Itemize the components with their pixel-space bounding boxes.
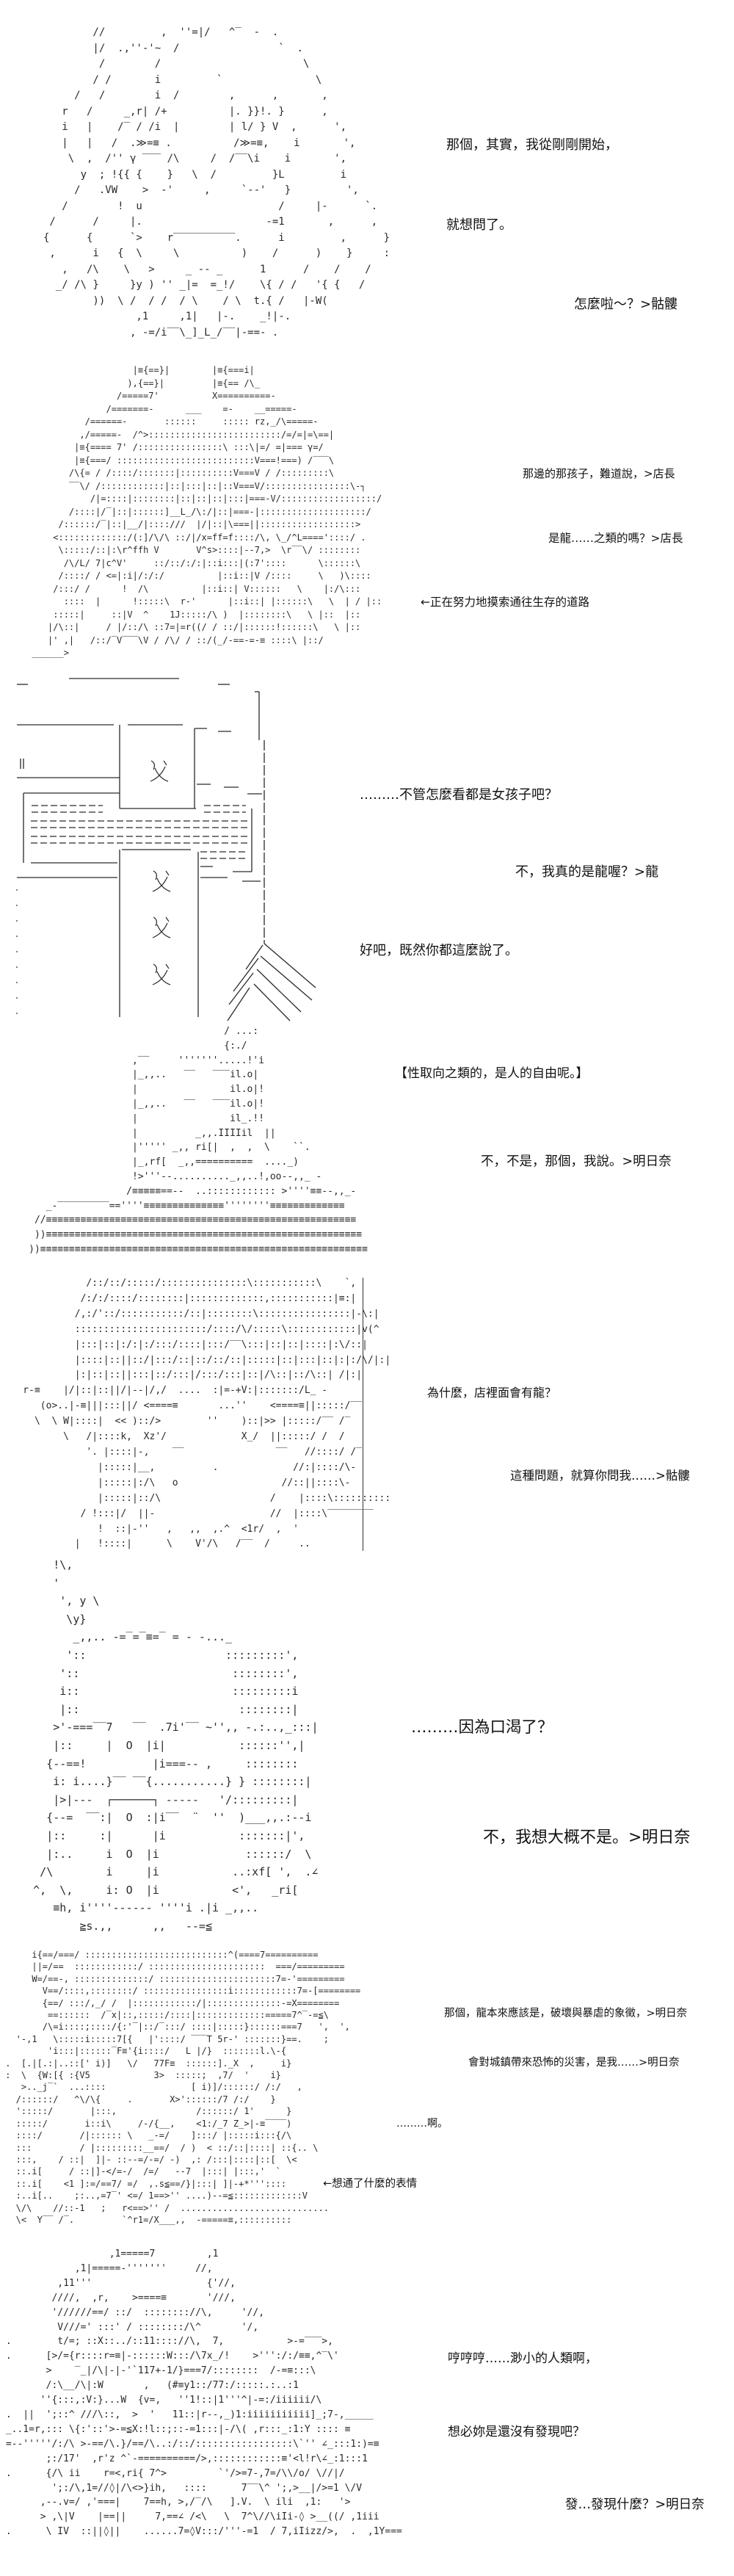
ribbon-knot-motif-icon: [152, 916, 171, 938]
ribbon-tail-stroke: [253, 983, 291, 1021]
ribbon-tail-stroke: [227, 987, 250, 1021]
dialogue-line: 不，不是，那個，我說。>明日奈: [481, 1154, 672, 1169]
ascii-art-skull-object: !\, ' ', y \ \y} _,,.. -=‾=‾≡=‾ = - -...…: [33, 1558, 319, 1933]
ascii-art-girl-realization: i{==/===/ :::::::::::::::::::::::::::^(=…: [5, 1950, 361, 2225]
dialogue-line: 這種問題，就算你問我……>骷髏: [510, 1469, 690, 1483]
narration-line: 【性取向之類的，是人的自由呢。】: [395, 1066, 589, 1081]
dialogue-line: 不，我真的是龍喔？>龍: [515, 864, 659, 880]
annotation-arrow-text: ←正在努力地摸索通往生存的道路: [421, 596, 589, 609]
dialogue-line: 那個，其實，我從剛剛開始，: [446, 137, 618, 153]
ascii-art-girl-face: // , ''=|/ ^‾ - . |/ .,''-'~ / ` . / / \…: [43, 26, 390, 339]
dot-mark: [16, 951, 18, 952]
ribbon-tail-stroke: [264, 943, 316, 988]
dialogue-line: ………啊。: [396, 2118, 448, 2130]
ribbon-tail-stroke: [260, 955, 313, 1001]
dot-mark: [16, 920, 18, 922]
ascii-art-dragon-girl: ,1=====7 ,1 ,1|=====-''''''' //, ,11''' …: [5, 2248, 402, 2538]
dialogue-line: 那邊的那孩子，難道說，>店長: [523, 467, 675, 480]
dialogue-line: 那個，龍本來應該是，破壞與暴虐的象徵，>明日奈: [444, 2008, 688, 2019]
dialogue-line: 為什麼，店裡面會有龍？: [427, 1386, 557, 1400]
ribbon-knot-motif-icon: [152, 870, 171, 892]
dot-mark: [16, 1013, 18, 1014]
dialogue-line: ………不管怎麼看都是女孩子吧？: [360, 787, 558, 803]
ribbon-tail-stroke: [245, 944, 264, 970]
dot-mark: [16, 905, 18, 906]
ascii-art-hat: / ...: {:./ ,‾‾ '''''''.....!'i |_,,.. ‾…: [29, 1026, 368, 1255]
dot-mark: [16, 936, 18, 937]
dialogue-line: 想必妳是還沒有發現吧？: [448, 2425, 585, 2439]
ribbon-tail-stroke: [256, 969, 302, 1013]
dialogue-line: 就想問了。: [446, 217, 512, 233]
dialogue-line: 好吧，既然你都這麼說了。: [360, 943, 518, 958]
dialogue-line: 發…發現什麼？>明日奈: [565, 2497, 705, 2512]
dot-mark: [16, 966, 18, 968]
ribbon-tail-stroke: [228, 972, 254, 1005]
ascii-art-girl-body: |≡{==}| |≡{===i| ),{==}| |≡{== /\_ /====…: [32, 365, 382, 658]
ribbon-knot-motif-icon: [152, 963, 171, 985]
dialogue-line: 怎麼啦～？>骷髏: [574, 297, 678, 312]
dot-mark: [16, 889, 18, 891]
ascii-art-girl-face-closeup: /::/::/:::::/:::::::::::::::\:::::::::::…: [23, 1278, 391, 1550]
annotation-arrow-text: ←想通了什麼的表情: [323, 2178, 418, 2190]
ribbon-tail-stroke: [233, 958, 259, 992]
dialogue-line: 哼哼哼……渺小的人類啊，: [448, 2351, 597, 2366]
dialogue-line: 是龍……之類的嗎？>店長: [548, 532, 683, 545]
ascii-art-ribbon-closeup: [16, 678, 316, 1021]
dot-mark: [16, 997, 18, 999]
dialogue-line: 不，我想大概不是。>明日奈: [483, 1828, 691, 1847]
dialogue-line: 會對城鎮帶來恐怖的災害，是我……>明日奈: [468, 2057, 680, 2069]
ribbon-knot-motif-icon: [150, 760, 169, 782]
dialogue-line: ………因為口渴了？: [411, 1718, 553, 1737]
dot-mark: [16, 982, 18, 983]
